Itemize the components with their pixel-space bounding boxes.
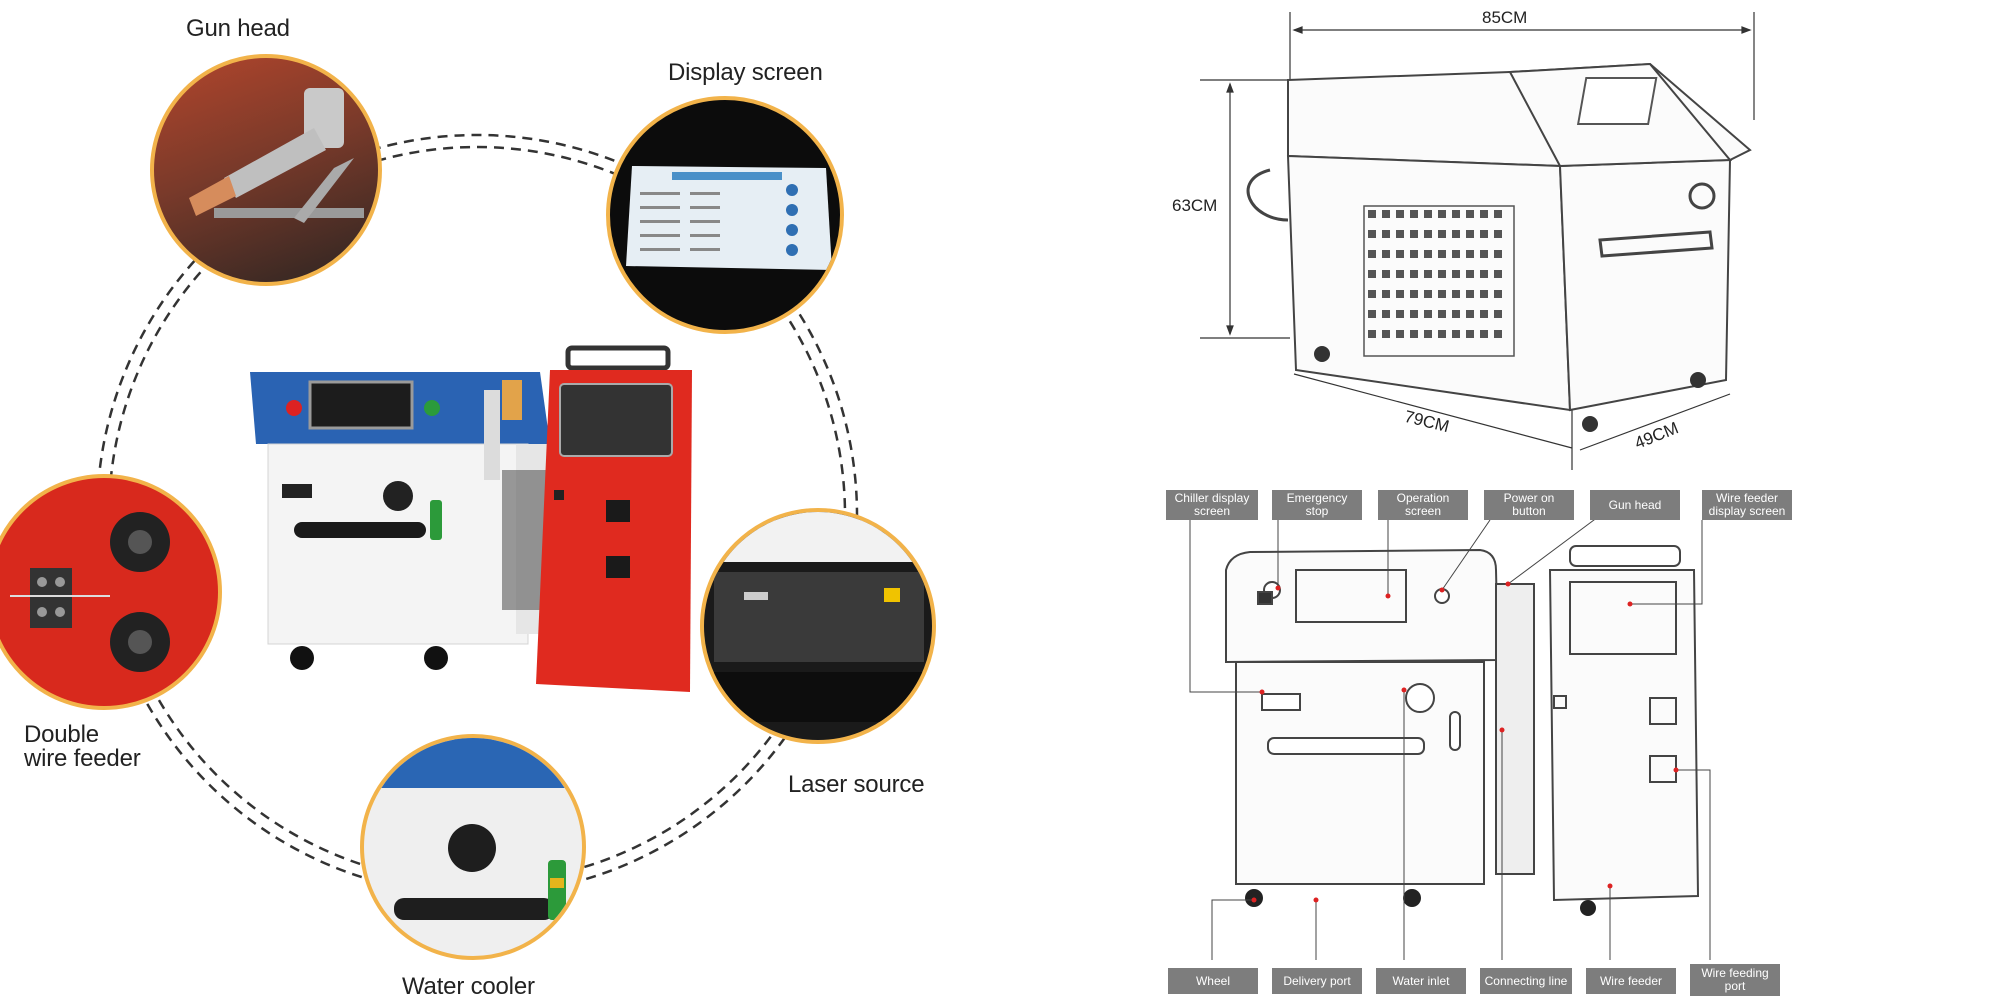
double-wire-feeder-caption-line2: wire feeder — [24, 745, 141, 772]
callout-line1: Connecting line — [1484, 973, 1568, 988]
water-cooler-caption: Water cooler — [402, 973, 535, 1000]
callout-water-inlet: Water inlet — [1376, 968, 1466, 994]
callout-line1: Emergency — [1286, 491, 1348, 505]
callout-line1: Operation — [1396, 491, 1450, 505]
callout-line2: screen — [1404, 504, 1441, 518]
callout-line2: port — [1724, 979, 1746, 993]
callout-line2: button — [1512, 504, 1546, 518]
double-wire-feeder-photo — [0, 474, 222, 710]
component-sketch — [1189, 513, 1711, 960]
gun-head-photo — [150, 54, 382, 286]
gun-head-caption: Gun head — [186, 15, 290, 42]
callout-line2: screen — [1193, 504, 1230, 518]
dimension-height: 63CM — [1172, 196, 1218, 215]
callout-line1: Wire feeder — [1715, 491, 1779, 505]
laser-source-photo — [700, 508, 936, 744]
callout-line1: Power on — [1503, 491, 1555, 505]
display-screen-caption: Display screen — [668, 59, 823, 86]
callout-delivery-port: Delivery port — [1272, 968, 1362, 994]
dimension-length: 85CM — [1482, 8, 1528, 27]
callout-line1: Wire feeder — [1599, 973, 1663, 988]
water-cooler-photo — [360, 734, 586, 960]
callout-wheel: Wheel — [1168, 968, 1258, 994]
callout-line1: Gun head — [1608, 497, 1662, 512]
callout-wire-feeder: Wire feeder — [1586, 968, 1676, 994]
callout-gun-head: Gun head — [1590, 490, 1680, 520]
callout-line2: stop — [1305, 504, 1329, 518]
laser-welder-machine-photo — [250, 345, 692, 692]
callout-line2: display screen — [1708, 504, 1786, 518]
display-screen-photo — [606, 96, 844, 334]
callout-line1: Water inlet — [1392, 973, 1450, 988]
callout-line1: Chiller display — [1174, 491, 1250, 505]
callout-connecting-line: Connecting line — [1480, 968, 1572, 994]
callout-line1: Wheel — [1195, 973, 1230, 988]
double-wire-feeder-caption-line1: Double — [24, 721, 99, 748]
callout-line1: Delivery port — [1283, 973, 1351, 988]
callout-line1: Wire feeding — [1701, 966, 1769, 980]
laser-source-caption: Laser source — [788, 771, 925, 798]
dimension-sketch — [1200, 12, 1755, 470]
